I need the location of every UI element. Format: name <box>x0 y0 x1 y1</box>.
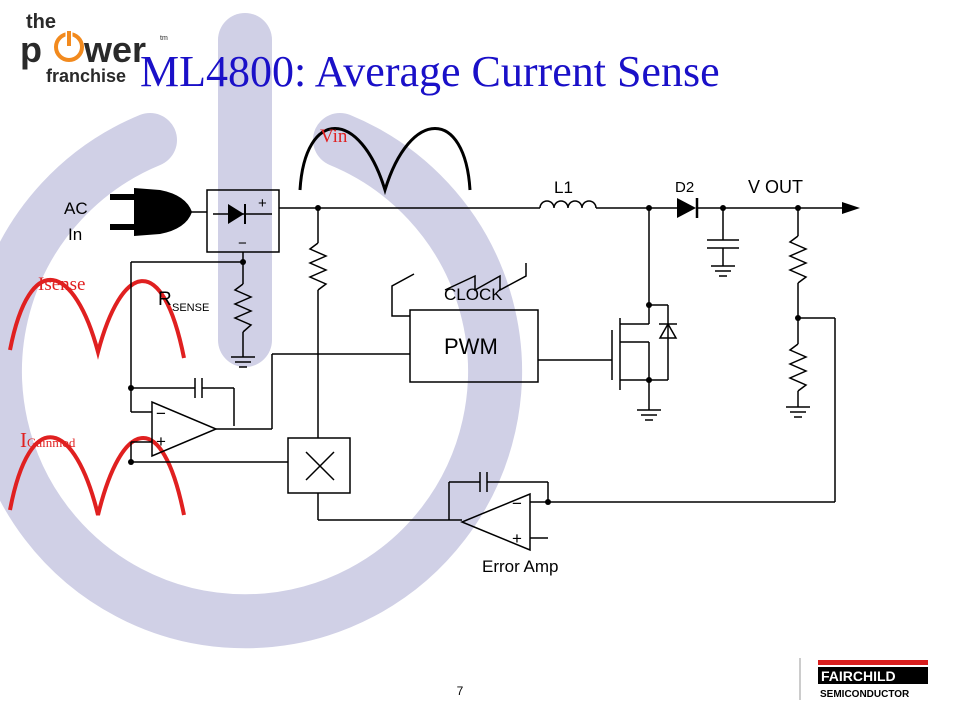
label-l1: L1 <box>554 178 573 197</box>
igainmod-label-sub: Gainmod <box>27 435 76 450</box>
vin-label: Vin <box>320 126 348 147</box>
logo-tm: tm <box>160 35 168 42</box>
junction-dots <box>128 205 801 505</box>
pwm-block <box>409 309 539 383</box>
label-rsense-sub: SENSE <box>172 302 209 314</box>
resistor-out-lower <box>788 343 808 392</box>
fairchild-black-box <box>818 667 928 684</box>
label-d2: D2 <box>675 179 694 196</box>
logo-wer: wer <box>83 29 146 70</box>
ac-plug-icon <box>110 188 192 236</box>
resistor-input-divider <box>308 242 328 291</box>
ground-outcap-icon <box>711 265 735 277</box>
logo-the: the <box>26 11 56 33</box>
body-diode <box>658 322 678 339</box>
fairchild-red-bar-top <box>818 660 928 665</box>
logo-franchise: franchise <box>46 66 126 86</box>
rectifier-diode-icon <box>213 204 272 224</box>
label-error-amp: Error Amp <box>482 557 559 576</box>
igainmod-label: IGainmod <box>20 428 75 453</box>
rectifier-plus: + <box>258 195 267 212</box>
resistor-rsense <box>233 283 253 333</box>
slide-title: ML4800: Average Current Sense <box>140 47 720 96</box>
vout-arrow-icon <box>842 202 860 214</box>
label-clock: CLOCK <box>444 285 503 304</box>
label-ca-plus: + <box>156 432 166 451</box>
ac-label: AC <box>64 199 88 218</box>
label-vout: V OUT <box>748 177 803 197</box>
isense-label: Isense <box>38 274 86 295</box>
label-rsense-r: R <box>158 289 172 310</box>
label-ea-minus: − <box>512 494 522 513</box>
ground-mosfet-icon <box>637 409 661 421</box>
diode-d2-icon <box>677 198 699 218</box>
ground-outdiv-icon <box>786 406 810 418</box>
igainmod-waveform <box>8 435 186 516</box>
multiplier <box>287 437 351 494</box>
label-ca-minus: − <box>156 404 166 423</box>
fairchild-semiconductor: SEMICONDUCTOR <box>820 689 910 700</box>
igainmod-label-main: I <box>20 428 27 452</box>
in-label: In <box>68 225 82 244</box>
error-amp <box>460 492 531 552</box>
logo-power-symbol-icon <box>54 30 84 62</box>
current-amp <box>151 400 218 458</box>
resistor-out-upper <box>788 235 808 284</box>
logo-p: p <box>20 29 42 70</box>
inductor-l1 <box>539 200 597 209</box>
rectifier-minus: − <box>238 235 247 252</box>
label-ea-plus: + <box>512 529 522 548</box>
page-number: 7 <box>456 684 464 698</box>
isense-waveform <box>8 278 186 360</box>
vin-waveform <box>298 127 472 196</box>
clock-sawtooth <box>444 263 527 292</box>
wire-clock-in <box>391 273 415 317</box>
multiplier-x-b <box>305 451 335 481</box>
label-pwm: PWM <box>444 334 498 359</box>
fairchild-brand: FAIRCHILD <box>821 668 896 684</box>
ground-rsense-icon <box>231 356 255 368</box>
watermark-power-icon <box>0 13 522 649</box>
